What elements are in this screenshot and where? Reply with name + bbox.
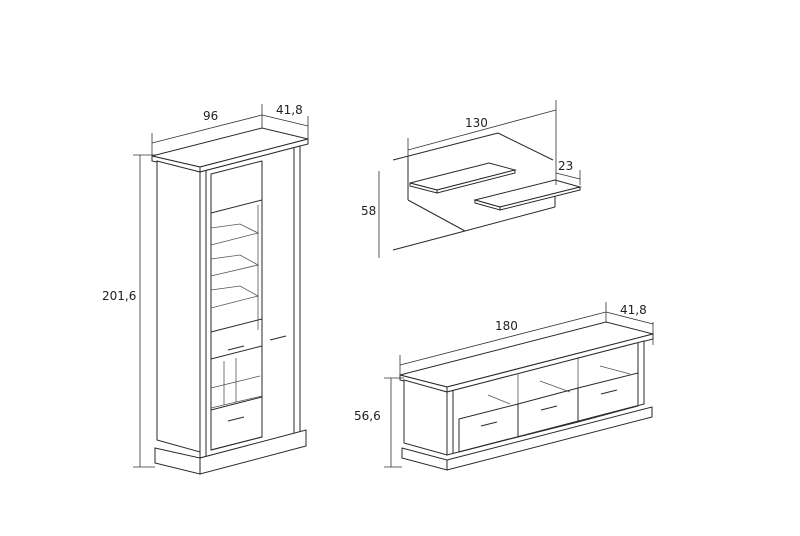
tv-unit-height-label: 56,6	[354, 409, 381, 423]
wall-shelf	[378, 100, 582, 258]
cabinet-depth-label: 41,8	[276, 103, 303, 117]
shelf-depth-label: 23	[558, 159, 574, 173]
tv-unit	[384, 302, 654, 471]
tv-unit-depth-label: 41,8	[620, 303, 647, 317]
shelf-width-label: 130	[465, 116, 488, 130]
tall-display-cabinet	[133, 104, 309, 475]
shelf-height-label: 58	[361, 204, 377, 218]
cabinet-width-label: 96	[203, 109, 219, 123]
cabinet-height-label: 201,6	[102, 289, 137, 303]
tv-unit-width-label: 180	[495, 319, 518, 333]
